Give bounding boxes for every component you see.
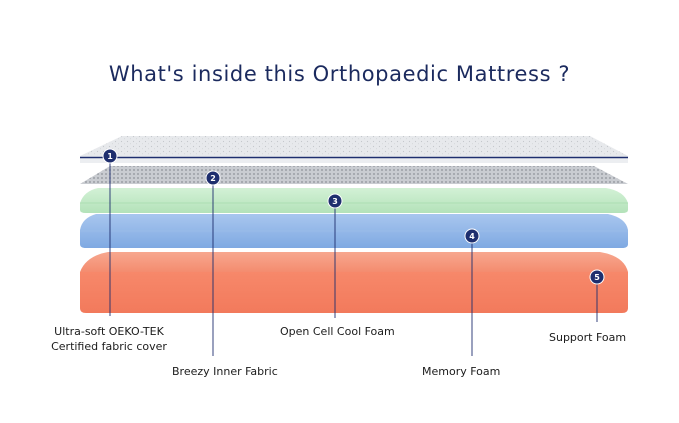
label-inner-fabric-text: Breezy Inner Fabric	[172, 365, 278, 378]
label-memory-foam: Memory Foam	[422, 364, 500, 379]
leader-lines	[109, 163, 598, 356]
badge-5-number: 5	[594, 273, 600, 282]
cool-foam-layer	[80, 188, 628, 213]
label-cool-foam: Open Cell Cool Foam	[280, 324, 395, 339]
badge-2: 2	[205, 170, 221, 186]
badge-3-number: 3	[332, 197, 338, 206]
support-foam-layer	[80, 252, 628, 313]
page-title: What's inside this Orthopaedic Mattress …	[108, 62, 571, 86]
badge-3: 3	[327, 193, 343, 209]
label-memory-foam-text: Memory Foam	[422, 365, 501, 378]
badge-2-number: 2	[210, 174, 216, 183]
label-cool-foam-text: Open Cell Cool Foam	[280, 325, 395, 338]
label-fabric-cover: Ultra-soft OEKO-TEK Certified fabric cov…	[34, 324, 184, 354]
label-support-foam-text: Support Foam	[549, 331, 627, 344]
badge-5: 5	[589, 269, 605, 285]
label-fabric-cover-line-1: Ultra-soft OEKO-TEK	[54, 325, 164, 338]
badge-4-number: 4	[469, 232, 475, 241]
badge-1: 1	[102, 148, 118, 164]
label-fabric-cover-line-2: Certified fabric cover	[51, 340, 167, 353]
fabric-cover-layer	[80, 136, 628, 163]
badge-4: 4	[464, 228, 480, 244]
label-inner-fabric: Breezy Inner Fabric	[172, 364, 278, 379]
badge-1-number: 1	[107, 152, 113, 161]
inner-fabric-layer	[80, 166, 628, 184]
label-support-foam: Support Foam	[549, 330, 626, 345]
memory-foam-layer	[80, 214, 628, 248]
